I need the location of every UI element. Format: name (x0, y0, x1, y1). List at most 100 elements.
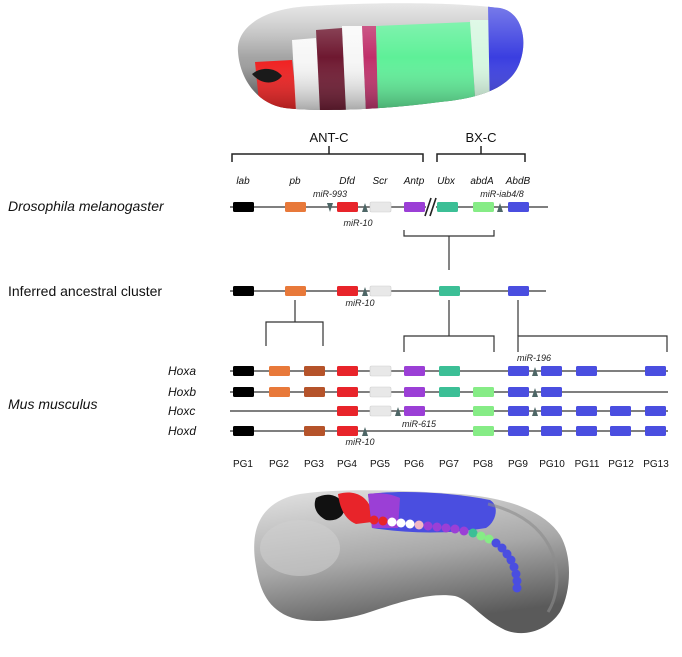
pg-label: PG12 (608, 459, 634, 470)
species-drosophila: Drosophila melanogaster (8, 198, 165, 214)
anc-gene-pg2 (285, 286, 306, 296)
somite-beads (369, 515, 522, 593)
fly-miriab-marker (497, 203, 503, 212)
hoxa7 (439, 366, 460, 376)
miriab-label: miR-iab4/8 (480, 189, 524, 199)
fly-gene-dfd (337, 202, 358, 212)
fly-gene-abdb (508, 202, 529, 212)
hoxd10 (541, 426, 562, 436)
hoxd3 (304, 426, 325, 436)
hoxb3 (304, 387, 325, 397)
anc-gene-pg4 (337, 286, 358, 296)
hoxc-cluster (230, 405, 668, 417)
mir10-fly-label: miR-10 (343, 218, 372, 228)
gene-label-abda: abdA (470, 176, 494, 187)
chromosome-break-mark (424, 197, 437, 217)
hoxd9 (508, 426, 529, 436)
mir10-mouse-label: miR-10 (345, 437, 374, 447)
cluster-label-hoxa: Hoxa (168, 364, 196, 378)
hoxa-cluster (230, 365, 668, 377)
fly-gene-abda (473, 202, 494, 212)
fly-to-ancestral-bracket (403, 230, 495, 270)
bxc-bracket (436, 146, 526, 162)
pg-label: PG5 (370, 459, 390, 470)
hoxb6 (404, 387, 425, 397)
cluster-label-hoxb: Hoxb (168, 385, 196, 399)
pg-label: PG11 (575, 459, 600, 470)
pg-label: PG7 (439, 459, 459, 470)
hoxb-cluster (230, 386, 668, 398)
pg-label: PG3 (304, 459, 324, 470)
hoxb4 (337, 387, 358, 397)
hoxa10 (541, 366, 562, 376)
fly-mir10-marker (362, 203, 368, 212)
ancestral-to-mouse-connectors (265, 300, 668, 352)
pg-label: PG8 (473, 459, 493, 470)
hoxb1 (233, 387, 254, 397)
gene-label-pb: pb (288, 176, 301, 187)
hoxb2 (269, 387, 290, 397)
hoxb7 (439, 387, 460, 397)
hoxc12 (610, 406, 631, 416)
hoxc6 (404, 406, 425, 416)
hoxd11 (576, 426, 597, 436)
hoxc5 (369, 405, 392, 417)
hoxa1 (233, 366, 254, 376)
hoxd-mir10-marker (362, 427, 368, 436)
hoxb8 (473, 387, 494, 397)
hoxc10 (541, 406, 562, 416)
hoxc13 (645, 406, 666, 416)
gene-label-ubx: Ubx (437, 176, 456, 187)
pg-label: PG6 (404, 459, 424, 470)
hoxa13 (645, 366, 666, 376)
pg-label: PG9 (508, 459, 528, 470)
ancestral-cluster (230, 285, 546, 297)
mir615-label: miR-615 (402, 419, 437, 429)
hoxa-mir196-marker (532, 367, 538, 376)
fly-gene-antp (404, 202, 425, 212)
pg-label: PG4 (337, 459, 357, 470)
hoxd4 (337, 426, 358, 436)
cluster-label-hoxd: Hoxd (168, 424, 196, 438)
anc-mir10-marker (362, 287, 368, 296)
hoxc4 (337, 406, 358, 416)
fly-gene-scr (369, 201, 392, 213)
hoxa9 (508, 366, 529, 376)
hoxb10 (541, 387, 562, 397)
hoxa6 (404, 366, 425, 376)
hoxa5 (369, 365, 392, 377)
cluster-label-hoxc: Hoxc (168, 404, 195, 418)
gene-label-scr: Scr (373, 176, 389, 187)
hoxa2 (269, 366, 290, 376)
paralog-group-axis: PG1 PG2 PG3 PG4 PG5 PG6 PG7 PG8 PG9 PG10… (233, 459, 669, 470)
mir993-label: miR-993 (313, 189, 347, 199)
gene-label-antp: Antp (403, 176, 425, 187)
mouse-embryo-illustration (254, 490, 569, 634)
gene-label-abdb: AbdB (505, 176, 531, 187)
hoxa3 (304, 366, 325, 376)
hoxc9 (508, 406, 529, 416)
bxc-label: BX-C (465, 130, 496, 145)
anc-gene-pg1 (233, 286, 254, 296)
anc-gene-pg5 (369, 285, 392, 297)
species-mus: Mus musculus (8, 396, 97, 412)
mir10-anc-label: miR-10 (345, 298, 374, 308)
hoxd1 (233, 426, 254, 436)
gene-label-lab: lab (236, 176, 250, 187)
hoxc-mir196-marker (532, 407, 538, 416)
pg-label: PG13 (643, 459, 669, 470)
hoxb-mir196-marker (532, 388, 538, 397)
hoxc-mir615-marker (395, 407, 401, 416)
hoxa4 (337, 366, 358, 376)
hoxa11 (576, 366, 597, 376)
anc-gene-posterior (508, 286, 529, 296)
species-ancestral: Inferred ancestral cluster (8, 283, 162, 299)
hoxb9 (508, 387, 529, 397)
hoxc8 (473, 406, 494, 416)
hoxb5 (369, 386, 392, 398)
hoxd13 (645, 426, 666, 436)
anc-gene-central (439, 286, 460, 296)
mir196-label: miR-196 (517, 353, 551, 363)
pg-label: PG1 (233, 459, 253, 470)
